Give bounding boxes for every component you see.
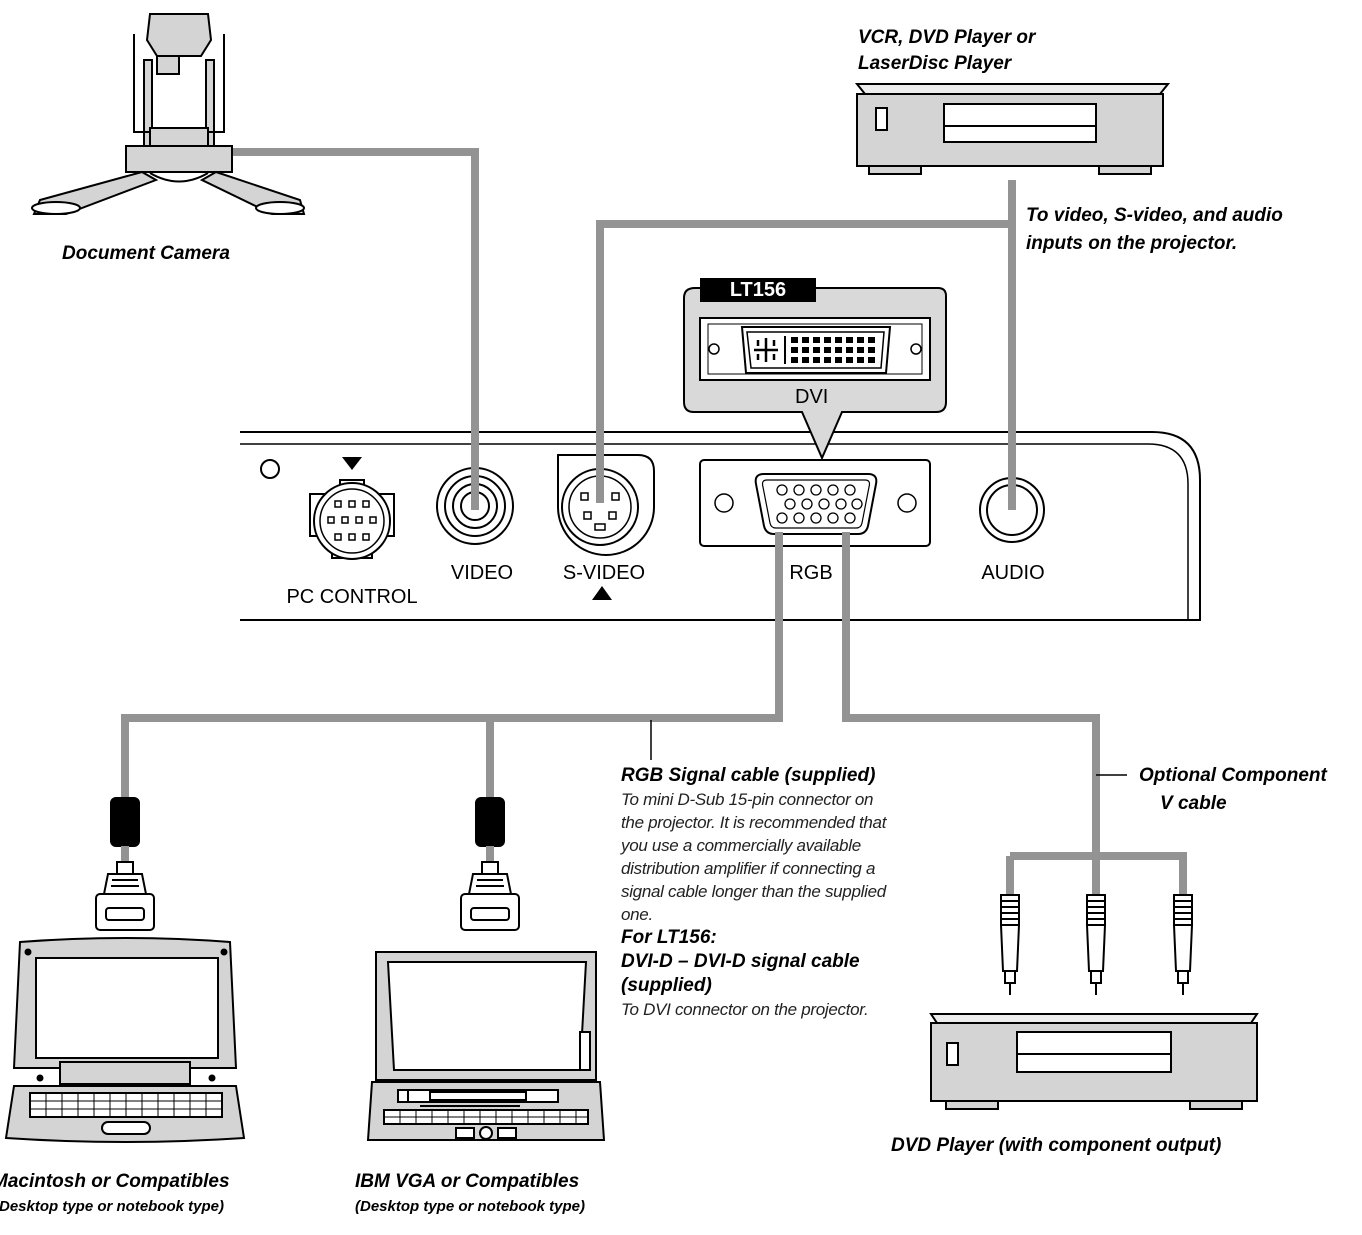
s-video-label: S-VIDEO [562,562,646,584]
panel-screw-hole [260,459,280,479]
audio-label: AUDIO [981,562,1045,584]
ibm-label: IBM VGA or Compatibles [355,1171,580,1192]
macintosh-label: Macintosh or Compatibles [0,1171,230,1192]
video-inputs-callout-line1: To video, S-video, and audio [1026,205,1283,226]
ibm-sublabel: (Desktop type or notebook type) [355,1198,586,1215]
component-cable [842,532,1100,856]
component-cable-callout-line1: Optional Component [1139,765,1327,786]
rgb-cable-note: RGB Signal cable (supplied) To mini D-Su… [621,764,921,1021]
rgb-cable-desc-line: the projector. It is recommended that [621,813,887,832]
dvd-player-label: DVD Player (with component output) [891,1135,1222,1156]
vga-plug-ibm [460,797,520,931]
rca-plugs [999,894,1194,995]
macintosh-sublabel: (Desktop type or notebook type) [0,1198,225,1215]
rgb-cable-desc-line: one. [621,905,653,924]
projector-rear-panel [240,431,1201,621]
dvi-label: DVI [795,386,829,408]
cables [121,148,1187,895]
dvi-cable-desc: To DVI connector on the projector. [621,1000,869,1019]
video-cable [222,148,479,510]
rgb-cable-title: RGB Signal cable (supplied) [621,765,876,786]
rgb-port [699,459,931,547]
macintosh-laptop-icon [4,937,246,1143]
dvi-cable-title-line2: (supplied) [621,975,712,996]
vcr-label-line1: VCR, DVD Player or [858,27,1036,48]
rgb-cable-desc-line: distribution amplifier if connecting a [621,859,876,878]
model-badge-lt156: LT156 [729,279,787,301]
video-label: VIDEO [450,562,514,584]
rgb-cable-desc-line: you use a commercially available [621,836,861,855]
ibm-laptop-icon [366,951,606,1141]
rgb-signal-cable [121,532,783,800]
vcr-icon [854,83,1171,175]
video-inputs-callout-line2: inputs on the projector. [1026,233,1238,254]
component-split [1006,852,1187,895]
dvd-player-icon [929,1013,1259,1110]
s-video-port [557,454,655,600]
vcr-label-line2: LaserDisc Player [858,53,1012,74]
dvi-port-box [683,278,947,461]
rgb-cable-desc-line: signal cable longer than the supplied [621,882,886,901]
s-video-cable [596,220,1016,510]
pc-control-label: PC CONTROL [286,586,418,608]
document-camera-label: Document Camera [62,243,230,264]
pc-control-port [309,457,395,560]
lt156-title: For LT156: [621,927,717,948]
component-cable-callout-line2: V cable [1160,793,1227,814]
rgb-cable-desc-line: To mini D-Sub 15-pin connector on [621,790,874,809]
vga-plug-mac [95,797,155,931]
dvi-cable-title-line1: DVI-D – DVI-D signal cable [621,951,860,972]
document-camera-icon [31,13,306,215]
rgb-label: RGB [789,562,833,584]
